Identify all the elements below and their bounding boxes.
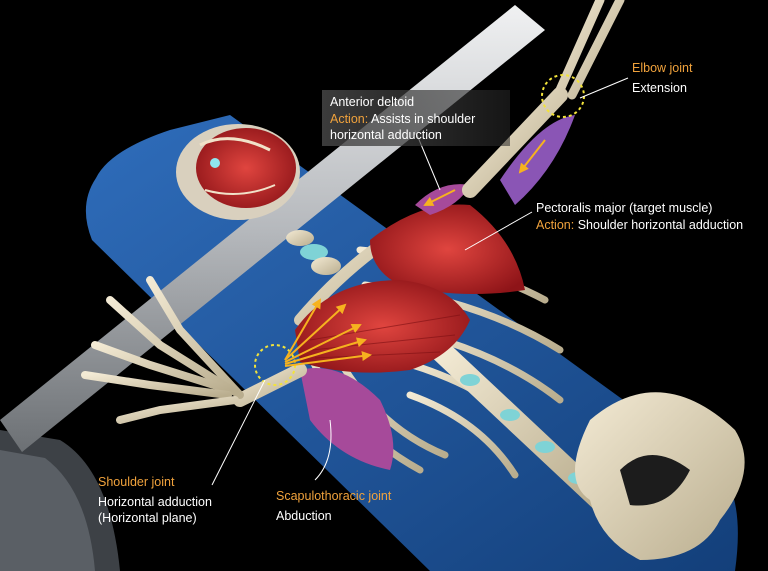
shoulder-joint-title: Shoulder joint: [98, 475, 175, 489]
scapulothoracic-joint-action: Abduction: [276, 509, 332, 523]
shoulder-joint-line2: (Horizontal plane): [98, 511, 197, 525]
pectoralis-action: Action: Shoulder horizontal adduction: [536, 217, 743, 233]
deltoid-action: Action: Assists in shoulder: [330, 111, 475, 127]
serratus-muscle: [300, 368, 394, 470]
upper-arm-bone: [462, 87, 568, 198]
deltoid-action-text: Assists in shoulder: [371, 112, 476, 126]
forearm-bones: [555, 0, 625, 100]
shoulder-joint-line1: Horizontal adduction: [98, 495, 212, 509]
pectoralis-title: Pectoralis major (target muscle): [536, 201, 713, 215]
head-muscles: [176, 124, 300, 220]
anterior-deltoid: [415, 184, 470, 215]
pectoralis-major: [295, 280, 470, 373]
cervical-spine: [286, 230, 341, 275]
pectoralis-upper: [370, 204, 525, 294]
pectoralis-action-key: Action:: [536, 218, 575, 232]
deltoid-action-key: Action:: [330, 112, 369, 126]
hand-bones: [81, 276, 244, 424]
pectoralis-action-text: Shoulder horizontal adduction: [577, 218, 744, 232]
forearm-muscle: [500, 115, 575, 205]
deltoid-label-backdrop: [322, 90, 510, 146]
muscle-action-arrows: [284, 139, 546, 367]
elbow-joint-action: Extension: [632, 81, 687, 95]
scapulothoracic-joint-title: Scapulothoracic joint: [276, 489, 392, 503]
elbow-joint-title: Elbow joint: [632, 61, 693, 75]
deltoid-action-text-2: horizontal adduction: [330, 128, 442, 142]
deltoid-title: Anterior deltoid: [330, 95, 415, 109]
